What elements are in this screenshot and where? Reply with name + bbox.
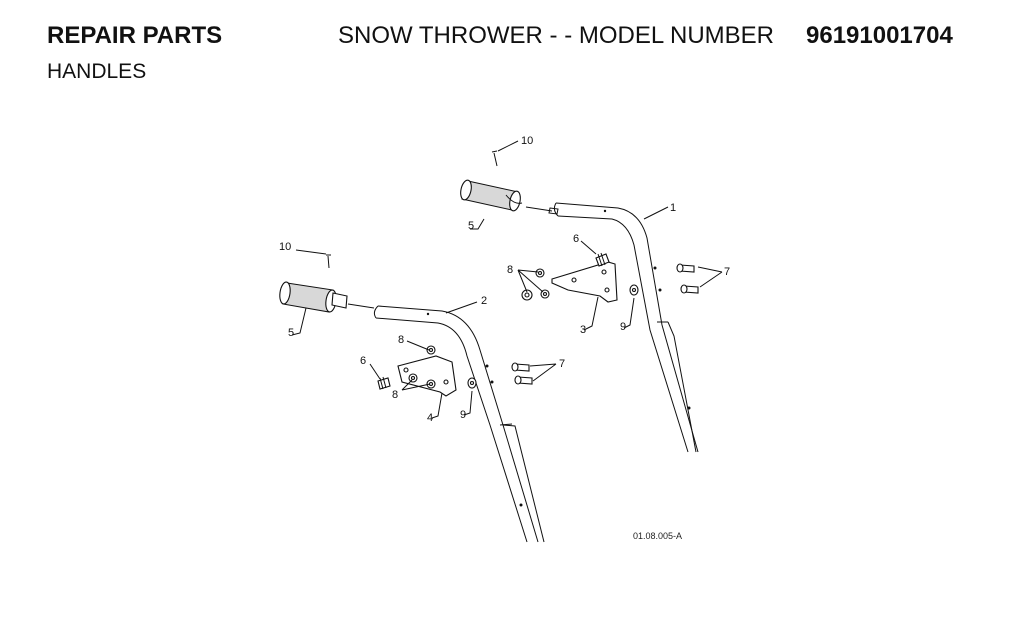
handle-lower [347, 303, 545, 543]
leader-lines [291, 140, 723, 419]
hand-grip-upper [460, 179, 523, 212]
callout-5-lower: 5 [288, 327, 294, 339]
product-title: SNOW THROWER - - MODEL NUMBER [338, 22, 774, 49]
callout-8-upper: 8 [507, 264, 513, 276]
callout-9-lower: 9 [460, 409, 466, 421]
callout-10-upper: 10 [521, 135, 533, 147]
section-title: REPAIR PARTS [47, 22, 223, 49]
callout-2: 2 [481, 295, 487, 307]
callout-1: 1 [670, 202, 676, 214]
callout-6-upper: 6 [573, 233, 579, 245]
bracket-lower [397, 355, 457, 397]
figure-id: 01.08.005-A [633, 531, 682, 541]
callout-7-upper: 7 [724, 266, 730, 278]
callout-10-lower: 10 [279, 241, 291, 253]
callout-7-lower: 7 [559, 358, 565, 370]
model-number: 96191001704 [806, 22, 953, 49]
handle-upper [525, 202, 699, 453]
callouts: 10 1 5 6 8 7 3 9 10 2 5 8 6 7 8 4 9 [279, 135, 730, 424]
callout-5-upper: 5 [468, 220, 474, 232]
hardware-upper [491, 150, 699, 301]
callout-9-upper: 9 [620, 321, 626, 333]
callout-3: 3 [580, 324, 586, 336]
callout-6-lower: 6 [360, 355, 366, 367]
assembly-subtitle: HANDLES [47, 60, 147, 83]
callout-4: 4 [427, 412, 433, 424]
hand-grip-lower [279, 281, 348, 313]
callout-8-lower-top: 8 [398, 334, 404, 346]
callout-8-lower: 8 [392, 389, 398, 401]
bracket-upper [551, 261, 618, 303]
hardware-lower [326, 254, 533, 390]
